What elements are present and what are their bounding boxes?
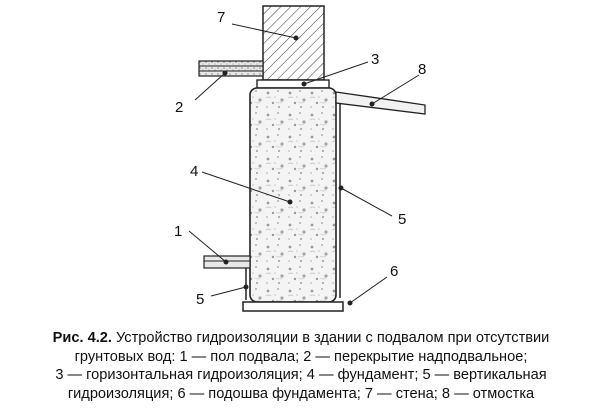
leader-lines	[188, 23, 420, 306]
horizontal-waterproofing	[256, 79, 330, 89]
waterproofing-diagram: 7 2 3 8 4 5 1 5 6	[174, 5, 426, 312]
caption-line-1-text: Устройство гидроизоляции в здании с подв…	[111, 330, 550, 346]
callout-5-left: 5	[196, 291, 204, 308]
wall	[262, 5, 325, 81]
callout-5-right: 5	[398, 211, 406, 228]
callout-8: 8	[418, 61, 426, 78]
callout-7: 7	[217, 9, 225, 26]
foundation-footing	[242, 301, 344, 312]
caption-line-1: Рис. 4.2. Устройство гидроизоляции в зда…	[4, 329, 598, 348]
caption-line-2: грунтовых вод: 1 — пол подвала; 2 — пере…	[74, 348, 528, 365]
callout-6: 6	[390, 263, 398, 280]
callout-3: 3	[371, 51, 379, 68]
callout-1: 1	[174, 223, 182, 240]
figure-caption: Рис. 4.2. Устройство гидроизоляции в зда…	[4, 329, 598, 403]
caption-lead: Рис. 4.2.	[52, 330, 112, 346]
caption-line-4: гидроизоляция; 6 — подошва фундамента; 7…	[67, 385, 535, 402]
foundation	[249, 87, 337, 303]
caption-line-3: 3 — горизонтальная гидроизоляция; 4 — фу…	[55, 367, 547, 384]
callout-2: 2	[175, 99, 183, 116]
blind-area	[335, 91, 426, 115]
basement-ceiling-slab	[198, 60, 264, 77]
callout-4: 4	[190, 163, 198, 180]
